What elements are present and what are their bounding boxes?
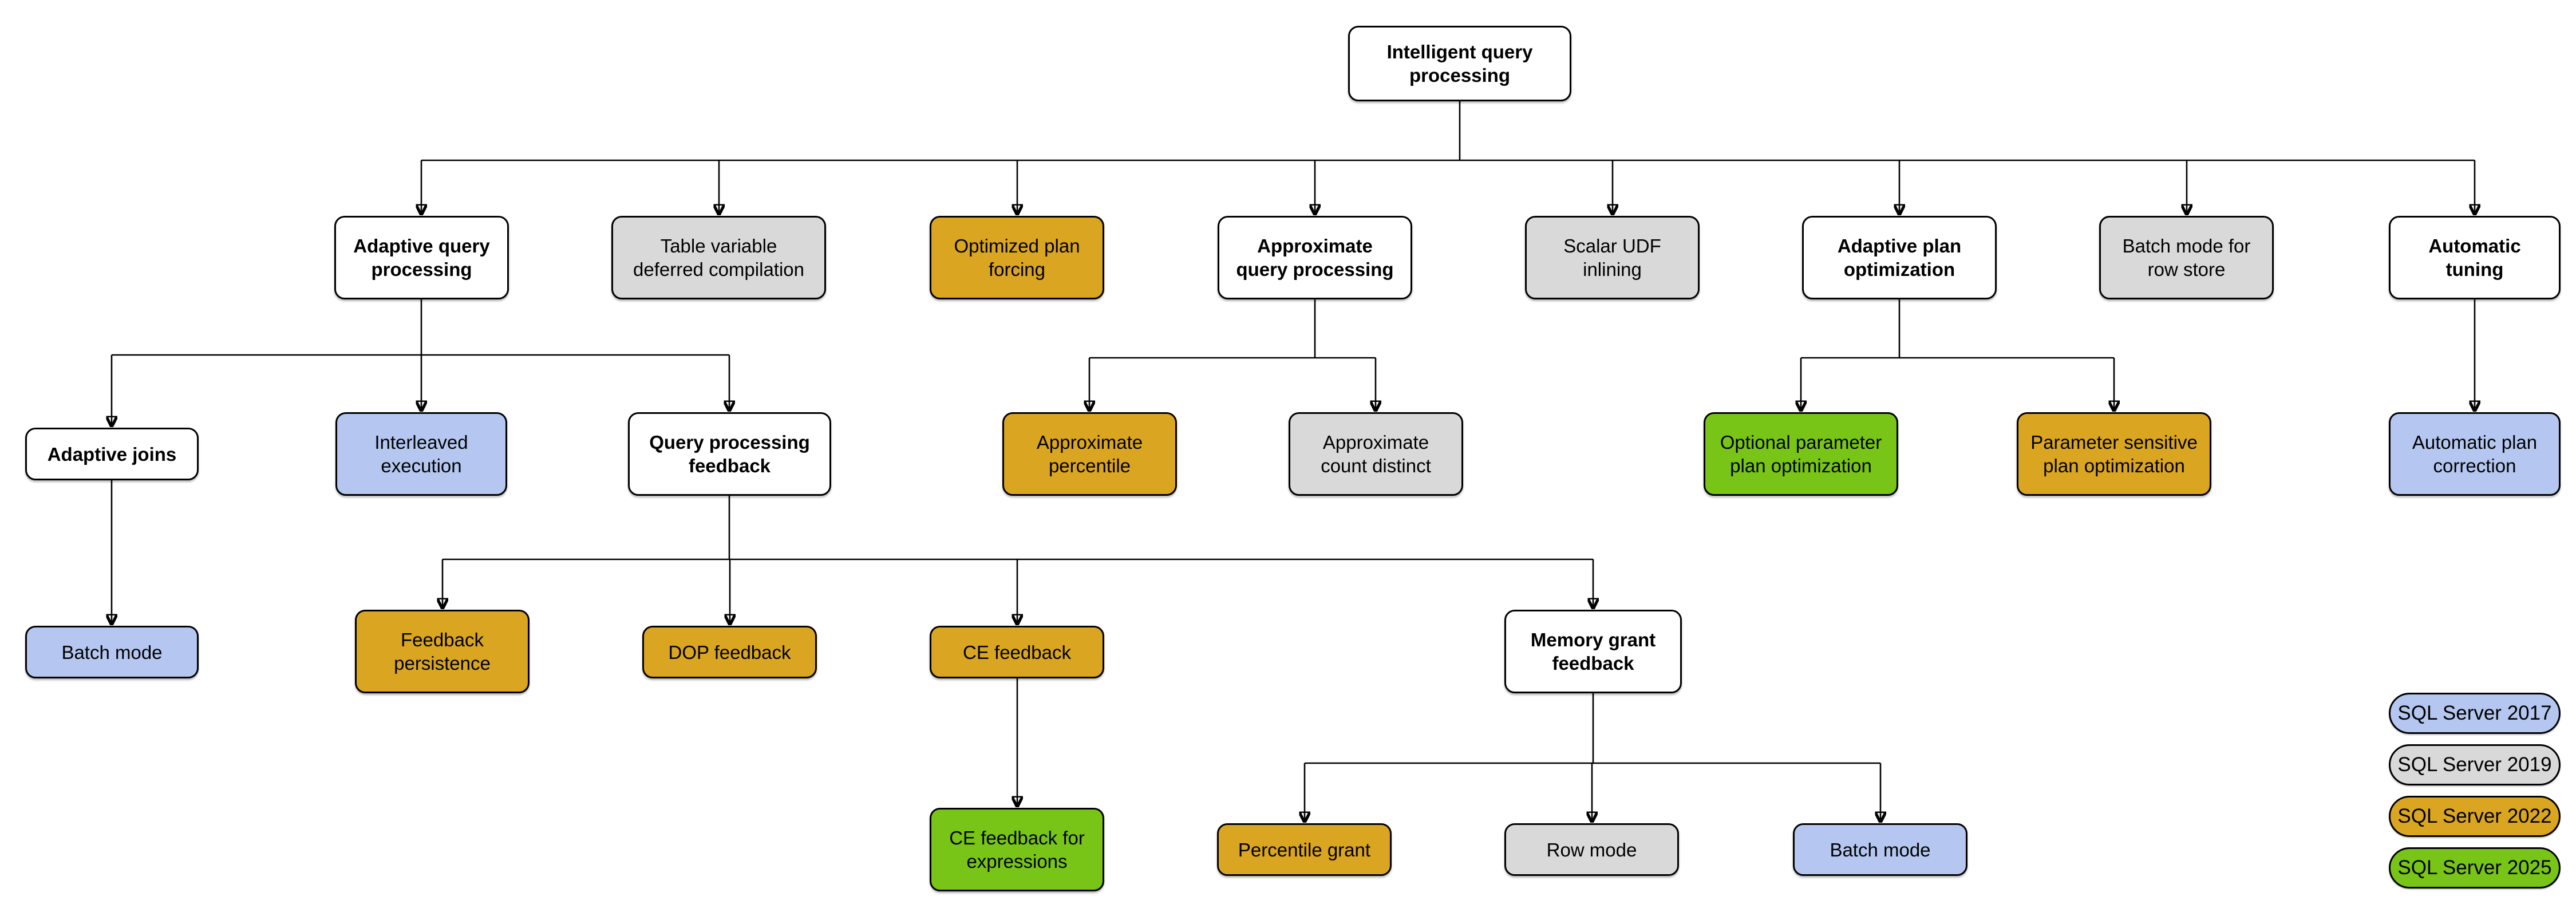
node-batch-mode-adaptive-joins: Batch mode	[25, 626, 199, 678]
node-optional-parameter-plan-optimization: Optional parameter plan optimization	[1704, 412, 1898, 496]
node-dop-feedback: DOP feedback	[642, 626, 817, 678]
node-feedback-persistence: Feedback persistence	[355, 610, 530, 693]
node-approximate-percentile: Approximate percentile	[1002, 412, 1177, 496]
node-approximate-count-distinct: Approximate count distinct	[1289, 412, 1463, 496]
node-ce-feedback: CE feedback	[930, 626, 1104, 678]
legend-sql-server-2022: SQL Server 2022	[2389, 796, 2561, 837]
node-ce-feedback-for-expressions: CE feedback for expressions	[930, 808, 1104, 891]
node-parameter-sensitive-plan-optimization: Parameter sensitive plan optimization	[2017, 412, 2211, 496]
node-memory-grant-feedback: Memory grant feedback	[1504, 610, 1682, 693]
legend-sql-server-2025: SQL Server 2025	[2389, 847, 2561, 889]
node-adaptive-plan-optimization: Adaptive plan optimization	[1802, 216, 1997, 299]
node-batch-mode-memory-grant: Batch mode	[1793, 823, 1967, 876]
node-interleaved-execution: Interleaved execution	[335, 412, 507, 496]
node-scalar-udf-inlining: Scalar UDF inlining	[1525, 216, 1700, 299]
node-row-mode: Row mode	[1504, 823, 1679, 876]
node-batch-mode-for-row-store: Batch mode for row store	[2099, 216, 2274, 299]
node-approximate-query-processing: Approximate query processing	[1218, 216, 1412, 299]
node-percentile-grant: Percentile grant	[1217, 823, 1392, 876]
node-table-variable-deferred-compilation: Table variable deferred compilation	[611, 216, 826, 299]
legend-sql-server-2019: SQL Server 2019	[2389, 744, 2561, 785]
node-automatic-tuning: Automatic tuning	[2389, 216, 2561, 299]
node-optimized-plan-forcing: Optimized plan forcing	[930, 216, 1104, 299]
node-query-processing-feedback: Query processing feedback	[628, 412, 831, 496]
legend-sql-server-2017: SQL Server 2017	[2389, 693, 2561, 734]
node-adaptive-joins: Adaptive joins	[25, 428, 199, 480]
node-adaptive-query-processing: Adaptive query processing	[334, 216, 509, 299]
node-automatic-plan-correction: Automatic plan correction	[2389, 412, 2561, 496]
node-intelligent-query-processing: Intelligent query processing	[1348, 26, 1571, 101]
